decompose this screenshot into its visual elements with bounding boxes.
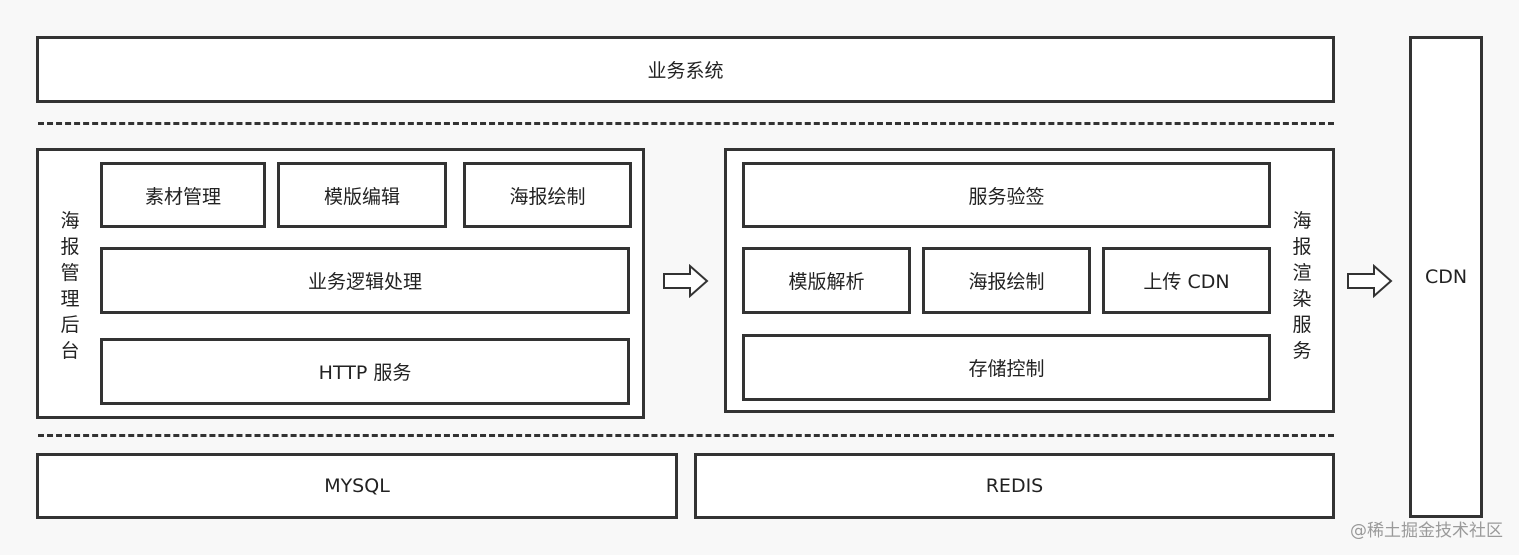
business-logic-box: 业务逻辑处理 bbox=[100, 247, 630, 314]
business-system-box: 业务系统 bbox=[36, 36, 1335, 103]
arrow-right-icon bbox=[663, 264, 709, 298]
render-poster-draw-box: 海报绘制 bbox=[922, 247, 1091, 314]
material-management-box: 素材管理 bbox=[100, 162, 266, 228]
render-poster-draw-label: 海报绘制 bbox=[968, 271, 1045, 293]
http-service-label: HTTP 服务 bbox=[318, 362, 412, 384]
template-parse-box: 模版解析 bbox=[742, 247, 911, 314]
material-management-label: 素材管理 bbox=[144, 185, 221, 208]
top-dashed-divider bbox=[38, 122, 1334, 125]
http-service-box: HTTP 服务 bbox=[100, 338, 630, 405]
mysql-box: MYSQL bbox=[36, 453, 678, 519]
poster-admin-label: 海报管理后台 bbox=[60, 210, 80, 362]
admin-poster-draw-box: 海报绘制 bbox=[463, 162, 632, 228]
mysql-label: MYSQL bbox=[324, 475, 390, 497]
template-edit-box: 模版编辑 bbox=[277, 162, 447, 228]
template-parse-label: 模版解析 bbox=[788, 271, 865, 293]
business-system-label: 业务系统 bbox=[647, 60, 724, 82]
bottom-dashed-divider bbox=[38, 434, 1334, 437]
redis-box: REDIS bbox=[694, 453, 1335, 519]
storage-control-box: 存储控制 bbox=[742, 334, 1271, 401]
redis-label: REDIS bbox=[985, 475, 1044, 497]
arrow-right-icon bbox=[1347, 264, 1393, 298]
cdn-box: CDN bbox=[1409, 36, 1483, 518]
upload-cdn-label: 上传 CDN bbox=[1143, 271, 1230, 293]
template-edit-label: 模版编辑 bbox=[323, 185, 400, 208]
business-logic-label: 业务逻辑处理 bbox=[307, 271, 422, 293]
upload-cdn-box: 上传 CDN bbox=[1102, 247, 1271, 314]
storage-control-label: 存储控制 bbox=[968, 358, 1045, 380]
service-auth-label: 服务验签 bbox=[968, 185, 1045, 208]
admin-poster-draw-label: 海报绘制 bbox=[509, 185, 586, 208]
poster-render-label: 海报渲染服务 bbox=[1292, 210, 1312, 362]
service-auth-box: 服务验签 bbox=[742, 162, 1271, 228]
cdn-label: CDN bbox=[1424, 266, 1468, 288]
watermark-text: @稀土掘金技术社区 bbox=[1350, 521, 1503, 541]
